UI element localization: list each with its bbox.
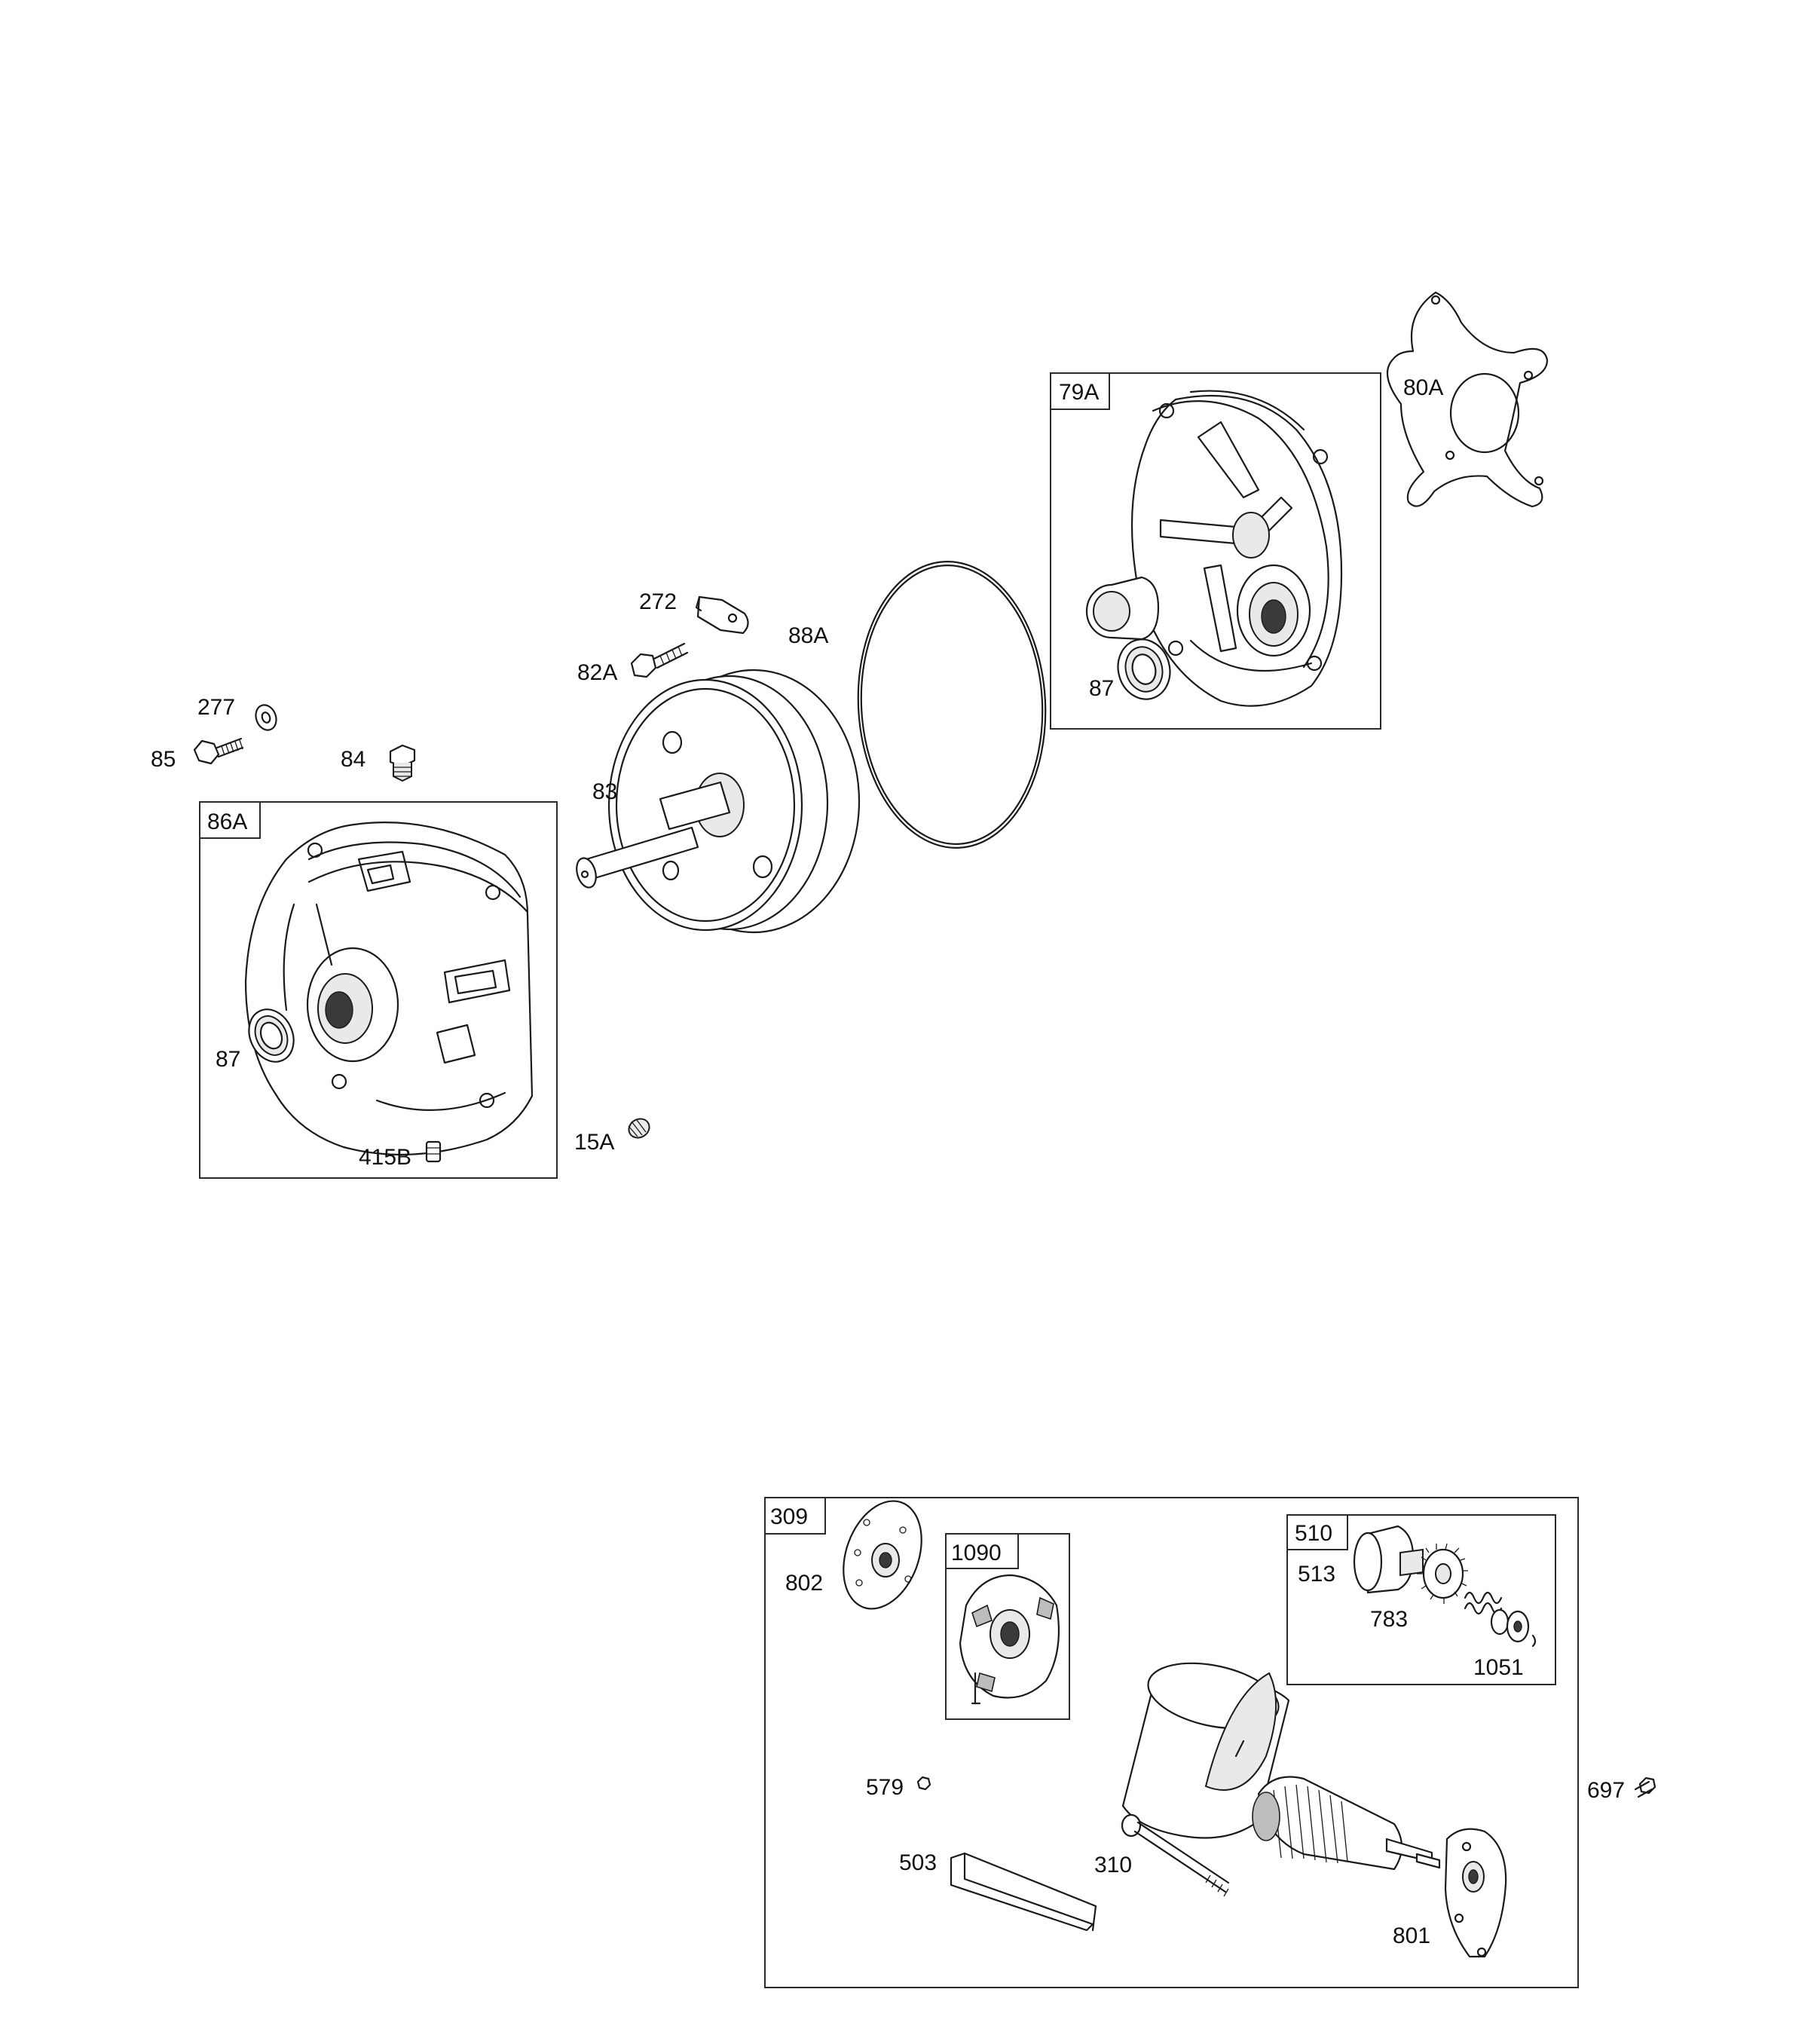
part-415B-plug [425, 1140, 442, 1163]
label-80A: 80A [1403, 375, 1443, 400]
part-277-washer [255, 704, 277, 731]
part-1090-brush-holder [959, 1574, 1060, 1705]
label-15A: 15A [574, 1130, 614, 1155]
label-86A: 86A [207, 809, 247, 834]
label-85: 85 [151, 747, 176, 772]
tag-309 [764, 1497, 826, 1535]
label-272: 272 [639, 589, 677, 614]
label-277: 277 [197, 695, 235, 720]
label-579: 579 [866, 1775, 904, 1800]
label-1090: 1090 [951, 1541, 1002, 1565]
part-783-pinion-gear [1417, 1543, 1468, 1604]
part-87-seal-left [248, 1008, 295, 1063]
part-503-bracket [950, 1852, 1097, 1932]
part-802-end-plate [843, 1500, 922, 1610]
label-503: 503 [899, 1850, 937, 1875]
part-80A-gasket [1386, 291, 1549, 508]
label-87-left: 87 [216, 1047, 240, 1072]
label-415B: 415B [359, 1145, 411, 1170]
label-801: 801 [1393, 1923, 1430, 1948]
label-82A: 82A [577, 660, 617, 685]
label-510: 510 [1295, 1521, 1332, 1546]
part-1051-retaining-ring [1531, 1634, 1537, 1648]
label-697: 697 [1587, 1778, 1625, 1803]
tag-1090 [945, 1533, 1019, 1569]
label-84: 84 [341, 747, 366, 772]
label-1051: 1051 [1473, 1655, 1524, 1680]
part-79A-cover [1130, 390, 1343, 707]
part-87-seal-right [1117, 638, 1171, 700]
part-513-drive [1353, 1525, 1424, 1594]
label-310: 310 [1094, 1853, 1132, 1877]
part-86A-housing [244, 822, 534, 1156]
label-79A: 79A [1059, 380, 1099, 405]
part-579-nut [916, 1776, 931, 1791]
label-87-right: 87 [1089, 676, 1114, 701]
tag-510 [1286, 1514, 1348, 1550]
part-310-through-bolt [1121, 1813, 1230, 1897]
label-802: 802 [785, 1571, 823, 1596]
part-82A-bolt [630, 642, 689, 678]
part-15A-plug [628, 1118, 650, 1139]
label-88A: 88A [788, 623, 828, 648]
frame-79A [1050, 372, 1381, 730]
part-697-screw [1634, 1776, 1656, 1798]
part-79A-bushing [1085, 576, 1160, 641]
label-309: 309 [770, 1504, 808, 1529]
part-85-bolt [193, 737, 244, 765]
part-84-plug [389, 744, 416, 782]
part-88A-o-ring [857, 561, 1047, 849]
part-309-field-frame [1121, 1662, 1290, 1839]
part-801-end-cap [1444, 1828, 1507, 1958]
part-272-lock-plate [695, 595, 749, 635]
label-513: 513 [1298, 1562, 1335, 1587]
tag-86A [199, 801, 261, 839]
frame-309 [764, 1497, 1579, 1988]
part-83-rotor-shaft [576, 669, 861, 934]
label-83: 83 [592, 779, 617, 804]
label-783: 783 [1370, 1607, 1408, 1632]
frame-510 [1286, 1514, 1556, 1685]
part-309-armature [1252, 1776, 1441, 1871]
frame-86A [199, 801, 558, 1179]
part-510-collar [1490, 1608, 1530, 1643]
tag-79A [1050, 372, 1110, 410]
